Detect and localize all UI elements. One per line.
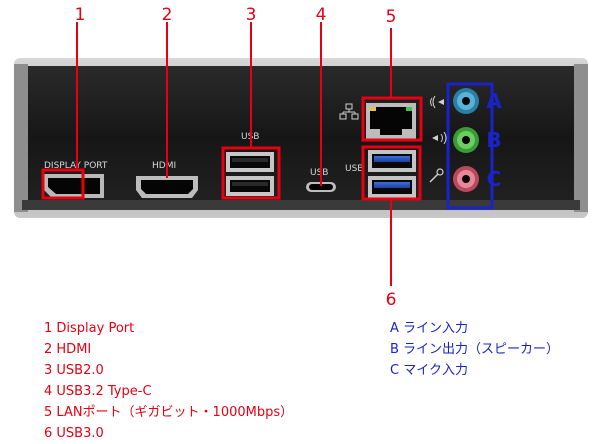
usb3-top-tongue	[374, 156, 410, 162]
hdmi-opening	[141, 180, 193, 194]
usb2-port-top[interactable]	[226, 152, 274, 172]
line-out-hole	[462, 136, 470, 144]
legend-item-mic: C マイク入力	[390, 363, 468, 378]
lan-led-right	[406, 107, 412, 111]
shield-right-edge	[574, 64, 588, 212]
usbc-opening	[309, 184, 333, 190]
line-in-icon	[430, 95, 444, 109]
legend-item-line-out: B ライン出力（スピーカー）	[390, 342, 560, 357]
shield-bottom-lip	[22, 200, 580, 210]
legend-item-line-in: A ライン入力	[390, 321, 469, 336]
line-in-hole	[462, 97, 470, 105]
audio-letter-c: C	[487, 167, 502, 191]
legend-item-usbc: 4 USB3.2 Type-C	[44, 384, 152, 399]
legend-item-usb3: 6 USB3.0	[44, 426, 104, 441]
line-out-icon	[432, 131, 447, 145]
audio-letter-a: A	[486, 89, 502, 113]
audio-legend: A ライン入力 B ライン出力（スピーカー） C マイク入力	[390, 318, 559, 381]
legend-item-usb2: 3 USB2.0	[44, 363, 104, 378]
lan-led-left	[370, 107, 376, 111]
highlight-displayport	[41, 168, 85, 200]
usb2-port-bottom[interactable]	[226, 176, 274, 196]
port-legend: 1 Display Port 2 HDMI 3 USB2.0 4 USB3.2 …	[44, 318, 293, 444]
mic-hole	[462, 175, 470, 183]
usb3-port-top[interactable]	[368, 150, 416, 172]
lan-port[interactable]	[366, 103, 416, 141]
legend-item-hdmi: 2 HDMI	[44, 342, 92, 357]
usb2-top-tongue	[232, 158, 268, 162]
callout-6: 6	[386, 290, 397, 310]
lan-opening	[370, 107, 412, 135]
callout-5: 5	[386, 7, 397, 27]
callout-4: 4	[316, 5, 327, 25]
shield-left-edge	[14, 64, 28, 212]
displayport-opening	[48, 178, 100, 194]
callout-2: 2	[162, 5, 173, 25]
microphone-icon	[429, 168, 444, 183]
highlight-audio	[446, 82, 494, 210]
legend-item-displayport: 1 Display Port	[44, 321, 135, 336]
displayport-port[interactable]	[44, 174, 104, 198]
legend-item-lan: 5 LANポート（ギガビット・1000Mbps）	[44, 405, 294, 420]
audio-letter-b: B	[486, 128, 501, 152]
callout-3: 3	[246, 5, 257, 25]
displayport-label: DISPLAY PORT	[44, 161, 108, 171]
hdmi-port[interactable]	[136, 176, 198, 198]
network-icon	[339, 103, 359, 120]
audio-jack-line-in[interactable]	[453, 88, 479, 114]
callout-numbers: 1 2 3 4 5 6	[75, 5, 397, 310]
callout-1: 1	[75, 5, 86, 25]
usbc-port[interactable]	[306, 182, 336, 192]
usb3-bottom-tongue	[374, 182, 410, 188]
leader-lines	[76, 22, 392, 286]
hdmi-label: HDMI	[152, 161, 176, 171]
audio-letters: A B C	[486, 89, 502, 191]
usb3-label: USB	[345, 164, 363, 174]
usb2-bottom-tongue	[232, 182, 268, 186]
usb3-port-bottom[interactable]	[368, 176, 416, 198]
audio-jack-line-out[interactable]	[453, 127, 479, 153]
usbc-label: USB	[310, 168, 328, 178]
audio-jack-mic[interactable]	[453, 166, 479, 192]
